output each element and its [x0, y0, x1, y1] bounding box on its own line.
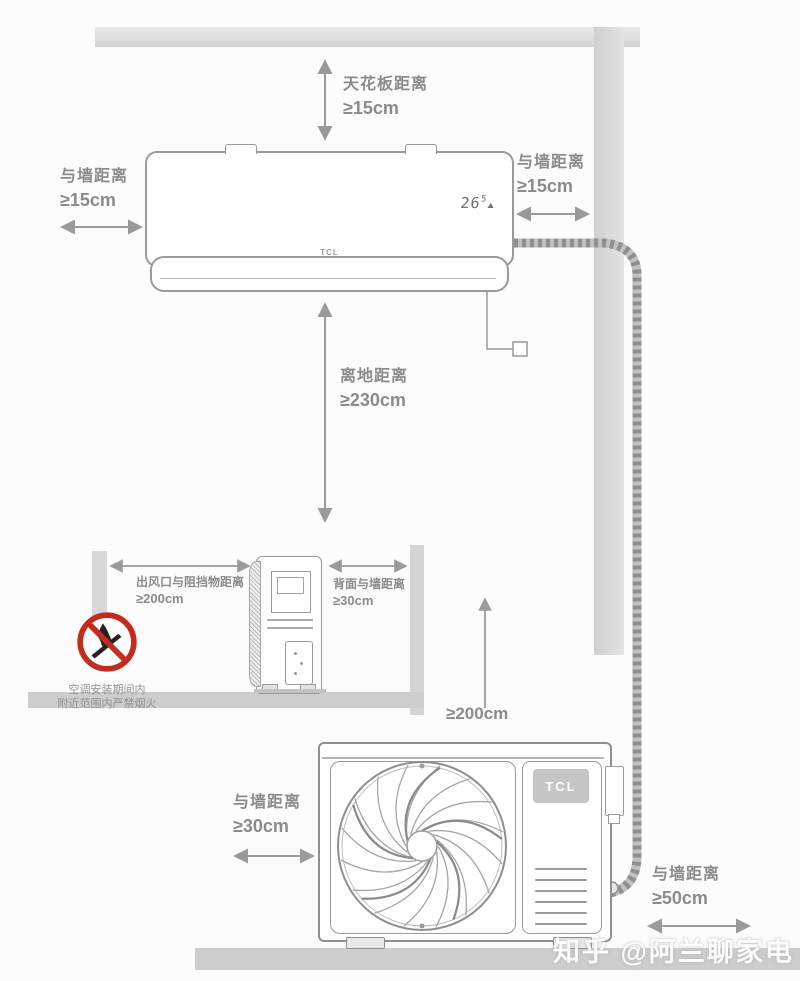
- fan-grille: [336, 760, 508, 932]
- air-outlet-flap: [150, 256, 509, 292]
- no-fire-warning: 空调安装期间内 附近范围内严禁烟火: [52, 610, 162, 711]
- condenser-coil: [249, 561, 261, 687]
- back-wall-distance-label: 背面与墙距离 ≥30cm: [333, 577, 406, 608]
- right-wall-surface: [594, 27, 624, 655]
- right-wall-distance-label: 与墙距离 ≥15cm: [517, 154, 586, 196]
- valve-dot: [294, 652, 297, 655]
- vent-line: [535, 901, 587, 903]
- temperature-decimal: 5: [480, 194, 487, 205]
- unit-foot: [553, 937, 592, 949]
- outdoor-left-wall-distance-label: 与墙距离 ≥30cm: [233, 794, 302, 836]
- temperature-value: 26: [459, 194, 482, 212]
- tcl-logo-indoor: TCL: [320, 248, 339, 257]
- vent-line: [535, 879, 587, 881]
- unit-foot: [346, 937, 385, 949]
- valve-dot: [300, 662, 303, 665]
- flap-seam-line: [160, 278, 496, 279]
- valve-dot: [294, 672, 297, 675]
- obstacle-bar: [92, 551, 107, 633]
- outdoor-side-panel: TCL: [522, 761, 602, 934]
- tcl-logo-outdoor: TCL: [533, 769, 589, 803]
- drain-wire: [486, 289, 528, 357]
- warning-line-1: 空调安装期间内: [68, 684, 146, 696]
- middle-shelf-surface: [28, 692, 424, 708]
- left-wall-distance-label: 与墙距离 ≥15cm: [60, 168, 129, 210]
- temperature-display: 265: [423, 193, 495, 212]
- vent-line: [535, 923, 587, 925]
- valve-plate: [285, 641, 313, 685]
- outdoor-right-wall-distance-label: 与墙距离 ≥50cm: [652, 866, 721, 908]
- outdoor-ac-unit: TCL: [318, 742, 624, 949]
- indoor-ac-unit: 265 TCL: [145, 144, 514, 267]
- ground-surface: [195, 948, 800, 970]
- no-fire-icon: [77, 612, 137, 672]
- mounting-tab: [225, 144, 257, 154]
- outlet-obstacle-label: 出风口与阻挡物距离 ≥200cm: [136, 575, 245, 606]
- valve-notch: [608, 814, 620, 824]
- electrical-box-panel: [277, 577, 304, 594]
- vent-line: [535, 868, 587, 870]
- watermark: 知乎 @阿兰聊家电: [553, 937, 794, 967]
- electrical-box: [271, 571, 311, 613]
- vent-line: [535, 912, 587, 914]
- top-seam-line: [322, 757, 604, 759]
- panel-seam: [267, 619, 313, 621]
- mounting-tab: [405, 144, 437, 154]
- panel-seam: [267, 627, 313, 629]
- warning-line-2: 附近范围内严禁烟火: [57, 698, 157, 710]
- display-arrow-icon: [487, 203, 494, 208]
- outdoor-unit-side-view: [249, 556, 322, 694]
- floor-height-label: 离地距离 ≥230cm: [340, 368, 409, 410]
- above-outdoor-distance-label: ≥200cm: [446, 704, 509, 723]
- middle-wall-surface: [410, 545, 424, 715]
- ceiling-surface: [95, 27, 640, 47]
- ceiling-distance-label: 天花板距离 ≥15cm: [343, 76, 429, 118]
- wall-connector-box: [512, 341, 528, 357]
- vent-line: [535, 890, 587, 892]
- valve-cover: [605, 766, 624, 816]
- warning-text: 空调安装期间内 附近范围内严禁烟火: [52, 683, 162, 711]
- unit-base: [254, 689, 326, 693]
